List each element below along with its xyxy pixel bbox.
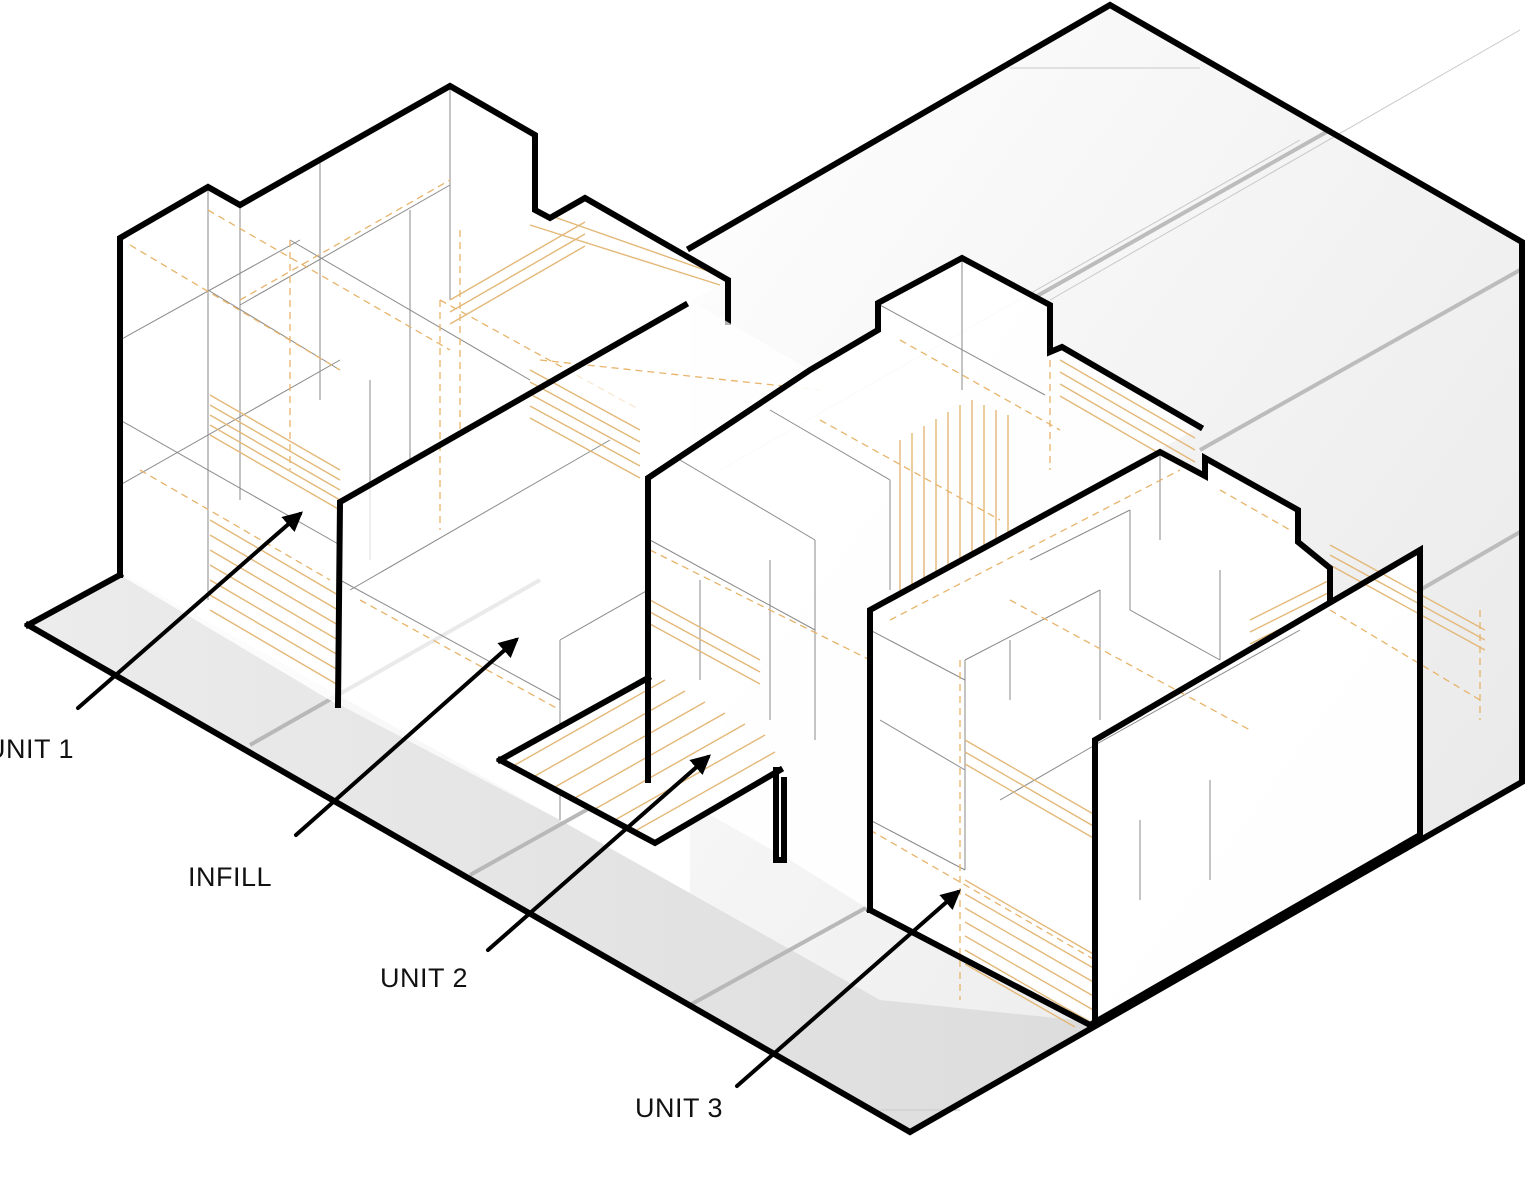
infill-leader [294, 637, 519, 837]
infill-slats [529, 369, 641, 479]
site-outline [23, 1, 1525, 1136]
unit-1-block [23, 82, 731, 705]
unit-2-deck [500, 670, 780, 843]
unit-3-block [865, 448, 1486, 1029]
unit-2-leader [486, 754, 712, 952]
unit-2-block [495, 254, 1205, 910]
infill-label: INFILL [188, 862, 272, 892]
leader-arrows [76, 511, 962, 1088]
unit-3-leader [735, 889, 962, 1088]
unit-2-label: UNIT 2 [380, 963, 468, 993]
labels: UNIT 1 INFILL UNIT 2 UNIT 3 [0, 734, 723, 1123]
unit-1-leader [76, 511, 304, 710]
unit-3-label: UNIT 3 [635, 1093, 723, 1123]
unit-1-slatted-screen [209, 211, 723, 686]
unit-1-label: UNIT 1 [0, 734, 74, 764]
